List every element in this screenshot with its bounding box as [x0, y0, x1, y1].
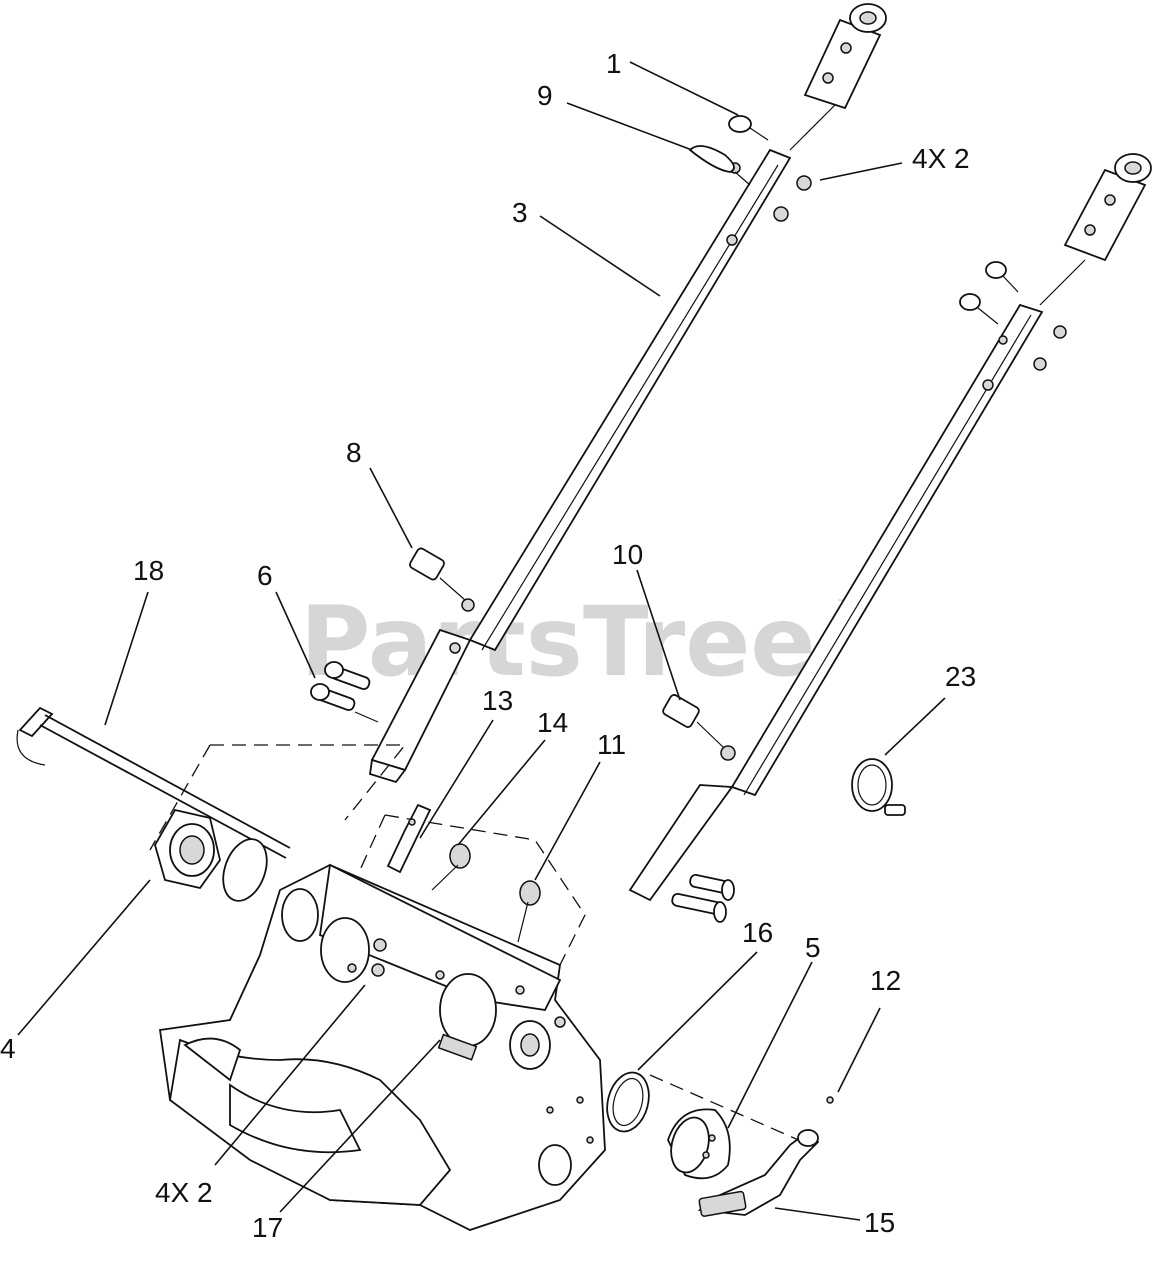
leader-lines	[17, 61, 946, 1221]
part-11-spring	[517, 880, 541, 943]
part-9-clip	[688, 145, 751, 186]
part-14-spring	[431, 843, 471, 891]
right-handle-hardware	[959, 261, 1067, 371]
callout-6: 6	[257, 560, 273, 591]
watermark-text: PartsTree	[300, 586, 815, 698]
callout-4: 4	[0, 1033, 16, 1064]
part-5-hub	[667, 1108, 731, 1180]
part-6-bolts	[310, 661, 379, 723]
callout-3: 3	[512, 197, 528, 228]
part-10-knob	[662, 694, 725, 749]
callout-9: 9	[537, 80, 553, 111]
main-housing	[158, 863, 606, 1231]
callout-17: 17	[252, 1212, 283, 1243]
part-15-pedal	[697, 1096, 834, 1217]
part-8-knob	[409, 547, 466, 601]
part-18-rod	[16, 706, 291, 859]
right-handle-tube	[628, 303, 1044, 902]
right-grip	[1039, 153, 1152, 306]
callout-10: 10	[612, 539, 643, 570]
callout-12: 12	[870, 965, 901, 996]
callout-4x2-bottom: 4X 2	[155, 1177, 213, 1208]
callout-13: 13	[482, 685, 513, 716]
part-23-clamp	[851, 758, 906, 816]
part-13-bracket	[386, 803, 432, 874]
nuts-left-handle	[773, 175, 812, 222]
callout-15: 15	[864, 1207, 895, 1238]
right-bracket-bolts	[671, 874, 735, 923]
part-16-ring	[606, 1071, 650, 1133]
callout-8: 8	[346, 437, 362, 468]
part-4-hub	[154, 808, 268, 902]
callout-11: 11	[597, 729, 626, 760]
left-grip	[789, 3, 887, 151]
callout-16: 16	[742, 917, 773, 948]
callout-4x2-top: 4X 2	[912, 143, 970, 174]
callout-18: 18	[133, 555, 164, 586]
callout-14: 14	[537, 707, 568, 738]
callout-labels: 1 9 4X 2 3 8 10 18 6 23 13 14 11 16 5 12…	[0, 48, 976, 1243]
left-handle-tube	[369, 148, 792, 784]
callout-1: 1	[606, 48, 622, 79]
callout-5: 5	[805, 932, 821, 963]
callout-23: 23	[945, 661, 976, 692]
part-1-pin	[728, 115, 769, 141]
